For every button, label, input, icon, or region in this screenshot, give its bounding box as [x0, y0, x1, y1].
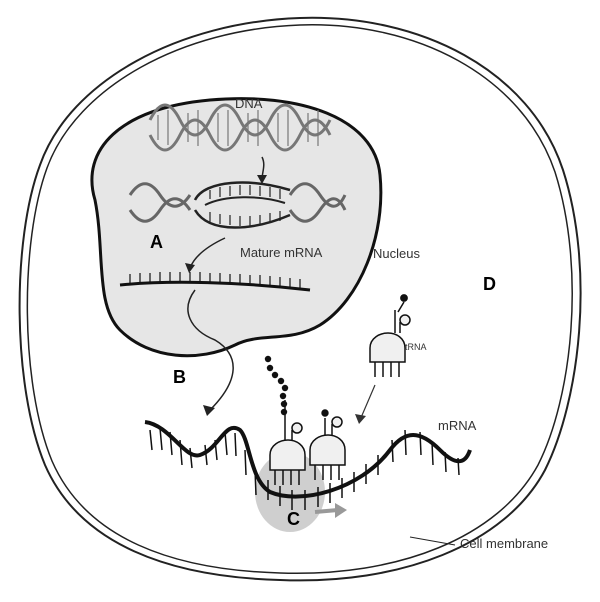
polypeptide-chain — [264, 355, 289, 416]
label-dna: DNA — [235, 96, 263, 111]
trna-incoming — [369, 294, 411, 377]
trna-second — [309, 409, 346, 480]
transcription-bubble — [128, 181, 347, 229]
trna-arrow — [359, 384, 376, 421]
label-mature-mrna: Mature mRNA — [240, 245, 323, 260]
marker-c: C — [287, 509, 300, 529]
trna-with-polypeptide — [269, 400, 306, 485]
label-nucleus: Nucleus — [373, 246, 420, 261]
marker-a: A — [150, 232, 163, 252]
cell-membrane — [18, 16, 582, 582]
label-cell-membrane: Cell membrane — [460, 536, 548, 551]
ribosome-direction-arrow — [314, 508, 339, 514]
mature-mrna-strand — [119, 272, 311, 292]
mrna-strand — [144, 420, 472, 510]
marker-d: D — [483, 274, 496, 294]
marker-b: B — [173, 367, 186, 387]
label-mrna: mRNA — [438, 418, 477, 433]
dna-helix — [148, 103, 332, 152]
ribosome — [255, 452, 325, 532]
membrane-leader — [409, 536, 456, 546]
export-arrow — [187, 289, 234, 411]
label-trna: tRNA — [405, 342, 427, 352]
